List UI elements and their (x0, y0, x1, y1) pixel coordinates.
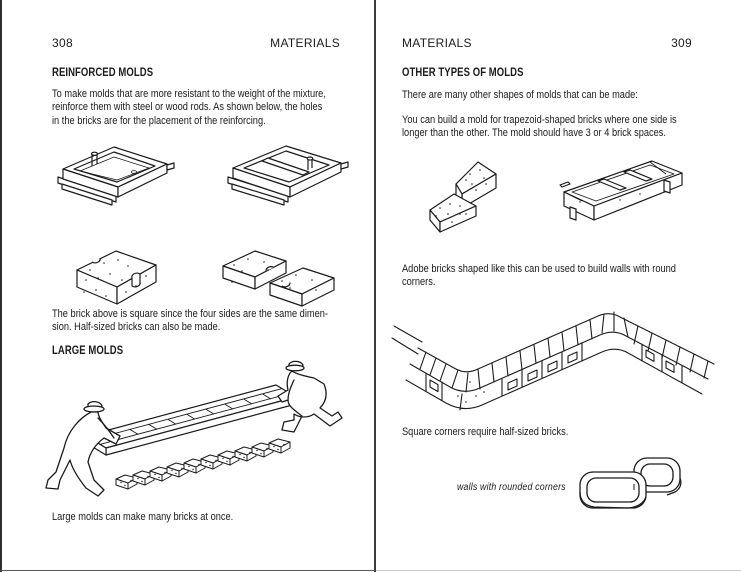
trapezoid-paragraph: You can build a mold for trapezoid-shape… (402, 114, 677, 140)
brick-note-paragraph: The brick above is square since the four… (52, 308, 328, 334)
right-folio: 309 (671, 36, 692, 50)
right-running-head: MATERIALS (402, 36, 472, 50)
left-running-head: MATERIALS (270, 36, 340, 50)
heading-large-molds: LARGE MOLDS (52, 344, 124, 357)
other-molds-intro: There are many other shapes of molds tha… (402, 89, 638, 101)
figure-round-corner-wall (391, 304, 726, 426)
adobe-paragraph: Adobe bricks shaped like this can be use… (402, 263, 676, 289)
figure-reinforced-mold-single (56, 136, 175, 208)
figure-trapezoid-bricks (426, 156, 514, 240)
figure-reinforced-mold-double (224, 134, 349, 208)
right-page-header: MATERIALS 309 (402, 36, 692, 50)
heading-reinforced-molds: REINFORCED MOLDS (52, 66, 154, 79)
page-gutter-line (374, 0, 376, 572)
figure-rounded-corner-walls (576, 452, 686, 518)
figure-square-brick (70, 242, 162, 310)
bottom-edge-line-right (376, 570, 741, 571)
bottom-edge-line-left (0, 570, 375, 571)
figure-trapezoid-mold (559, 152, 686, 234)
heading-other-types-of-molds: OTHER TYPES OF MOLDS (402, 66, 524, 79)
large-molds-caption: Large molds can make many bricks at once… (52, 511, 234, 523)
left-folio: 308 (52, 36, 73, 50)
left-page-header: 308 MATERIALS (52, 36, 340, 50)
rounded-corners-caption: walls with rounded corners (457, 482, 566, 493)
figure-half-bricks (220, 240, 336, 308)
left-page-edge-line (0, 0, 2, 572)
reinforced-paragraph: To make molds that are more resistant to… (52, 88, 326, 127)
figure-large-mold-workers (42, 356, 348, 508)
square-corners-note: Square corners require half-sized bricks… (402, 426, 569, 438)
